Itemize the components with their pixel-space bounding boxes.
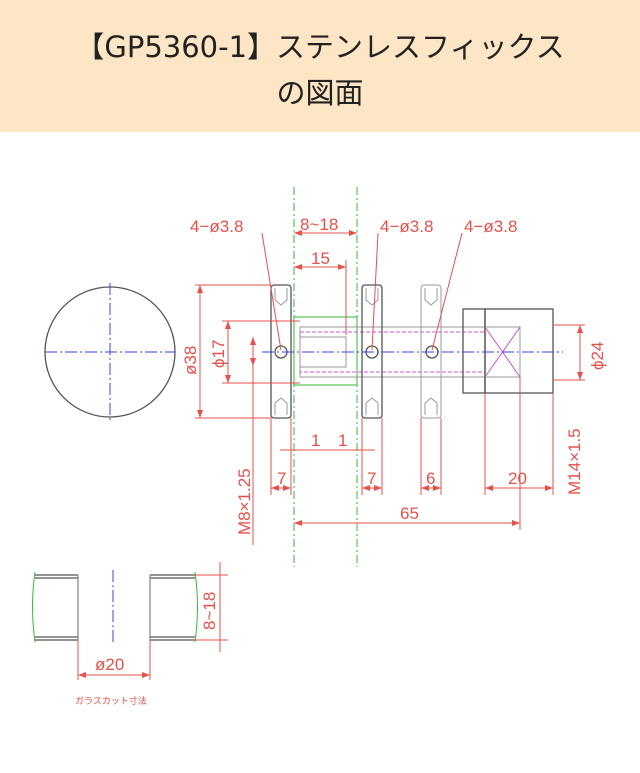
- cut-thickness-dim: 8~18: [200, 592, 219, 630]
- hole-callout-1: 4−ø3.8: [190, 217, 243, 236]
- header: 【GP5360-1】ステンレスフィックス の図面: [0, 0, 640, 132]
- glass-thickness-dim: 8~18: [300, 215, 338, 234]
- thread-length-dim: 15: [311, 249, 330, 268]
- flange1-width-dim: 7: [277, 469, 286, 488]
- hole-callout-2: 4−ø3.8: [380, 217, 433, 236]
- cut-dia-dim: ø20: [95, 655, 124, 674]
- gap-left-dim: 1: [311, 431, 320, 450]
- total-length-dim: 65: [400, 504, 419, 523]
- flange3-width-dim: 6: [426, 469, 435, 488]
- inner-dia-dim: ϕ17: [209, 340, 228, 368]
- hole-callout-3: 4−ø3.8: [464, 217, 517, 236]
- thread-large-dim: M14×1.5: [565, 428, 584, 495]
- glass-cut-detail: ø20 8~18 ガラスカット寸法: [32, 562, 228, 706]
- flange2-width-dim: 7: [367, 469, 376, 488]
- thread-small-dim: M8×1.25: [235, 468, 254, 535]
- flange-dia-dim: ø38: [181, 346, 200, 375]
- cut-label: ガラスカット寸法: [75, 695, 147, 706]
- gap-right-dim: 1: [338, 431, 347, 450]
- body-length-dim: 20: [508, 469, 527, 488]
- page-title-line1: 【GP5360-1】ステンレスフィックス: [75, 30, 565, 64]
- page-title-line2: の図面: [276, 76, 364, 110]
- body-dia-dim: ϕ24: [588, 342, 607, 370]
